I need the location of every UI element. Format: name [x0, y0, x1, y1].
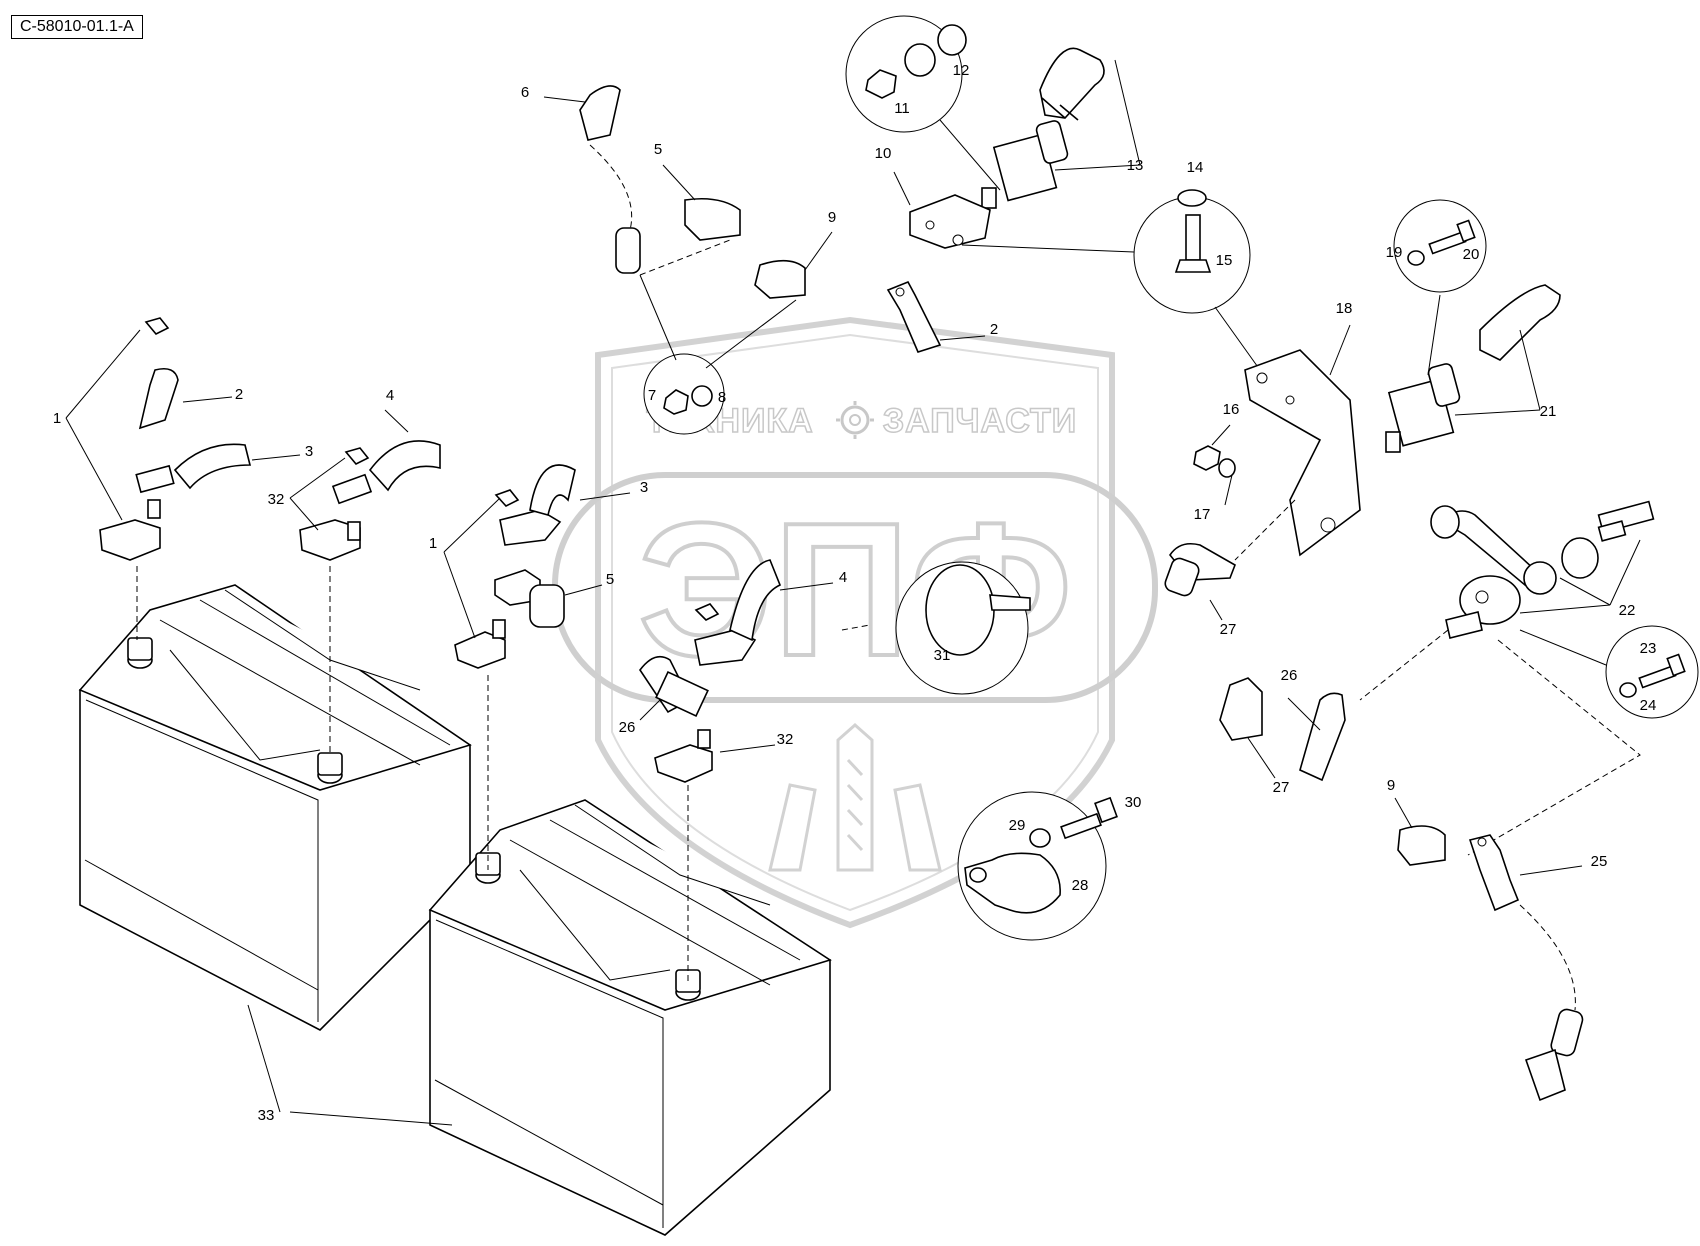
callout-c30: 30 [1125, 794, 1142, 811]
callout-c9a: 9 [828, 209, 836, 226]
callout-c25: 25 [1591, 853, 1608, 870]
callout-c18: 18 [1336, 300, 1353, 317]
middle-cable-group [443, 85, 871, 985]
callout-c21: 21 [1540, 403, 1557, 420]
callout-c29: 29 [1009, 817, 1026, 834]
callout-c1a: 1 [53, 410, 61, 427]
callout-c27b: 27 [1273, 779, 1290, 796]
callout-c12: 12 [953, 62, 970, 79]
callout-c5b: 5 [606, 571, 614, 588]
fastener-group [895, 561, 1118, 941]
callout-c15: 15 [1216, 252, 1233, 269]
callout-c14: 14 [1187, 159, 1204, 176]
callout-c26a: 26 [619, 719, 636, 736]
bracket-group [1164, 324, 1361, 782]
watermark-shield [595, 316, 1115, 929]
callout-c32a: 32 [268, 491, 285, 508]
callout-c9b: 9 [1387, 777, 1395, 794]
right-switch-group [1359, 199, 1699, 856]
callout-c31: 31 [934, 647, 951, 664]
callout-c32b: 32 [777, 731, 794, 748]
callout-c17: 17 [1194, 506, 1211, 523]
left-terminal-group [65, 317, 441, 755]
callout-c8: 8 [718, 389, 726, 406]
callout-c24: 24 [1640, 697, 1657, 714]
callout-c10: 10 [875, 145, 892, 162]
callout-c2b: 2 [990, 321, 998, 338]
gear-icon [836, 401, 874, 439]
callout-c3b: 3 [640, 479, 648, 496]
callout-c22: 22 [1619, 602, 1636, 619]
callout-c28: 28 [1072, 877, 1089, 894]
callout-c4b: 4 [839, 569, 847, 586]
upper-switch-group [845, 15, 1261, 371]
callout-c19: 19 [1386, 244, 1403, 261]
battery-left [78, 584, 472, 1031]
lower-cable-group [1394, 797, 1584, 1102]
callout-c13: 13 [1127, 157, 1144, 174]
callout-c16: 16 [1223, 401, 1240, 418]
watermark-brand-right: ЗАПЧАСТИ [883, 402, 1077, 440]
callout-c23: 23 [1640, 640, 1657, 657]
callout-c27a: 27 [1220, 621, 1237, 638]
callout-c3a: 3 [305, 443, 313, 460]
callout-c33: 33 [258, 1107, 275, 1124]
callout-c6: 6 [521, 84, 529, 101]
callout-c2a: 2 [235, 386, 243, 403]
watermark-shield-inner [611, 333, 1099, 912]
callout-c4a: 4 [386, 387, 394, 404]
callout-c26b: 26 [1281, 667, 1298, 684]
callout-c11: 11 [894, 100, 910, 117]
callout-c7: 7 [648, 387, 656, 404]
callout-c5a: 5 [654, 141, 662, 158]
battery-right [428, 799, 832, 1236]
drawing-reference: C-58010-01.1-A [11, 15, 143, 39]
callout-c20: 20 [1463, 246, 1480, 263]
callout-c1b: 1 [429, 535, 437, 552]
wheat-icon [768, 722, 942, 872]
